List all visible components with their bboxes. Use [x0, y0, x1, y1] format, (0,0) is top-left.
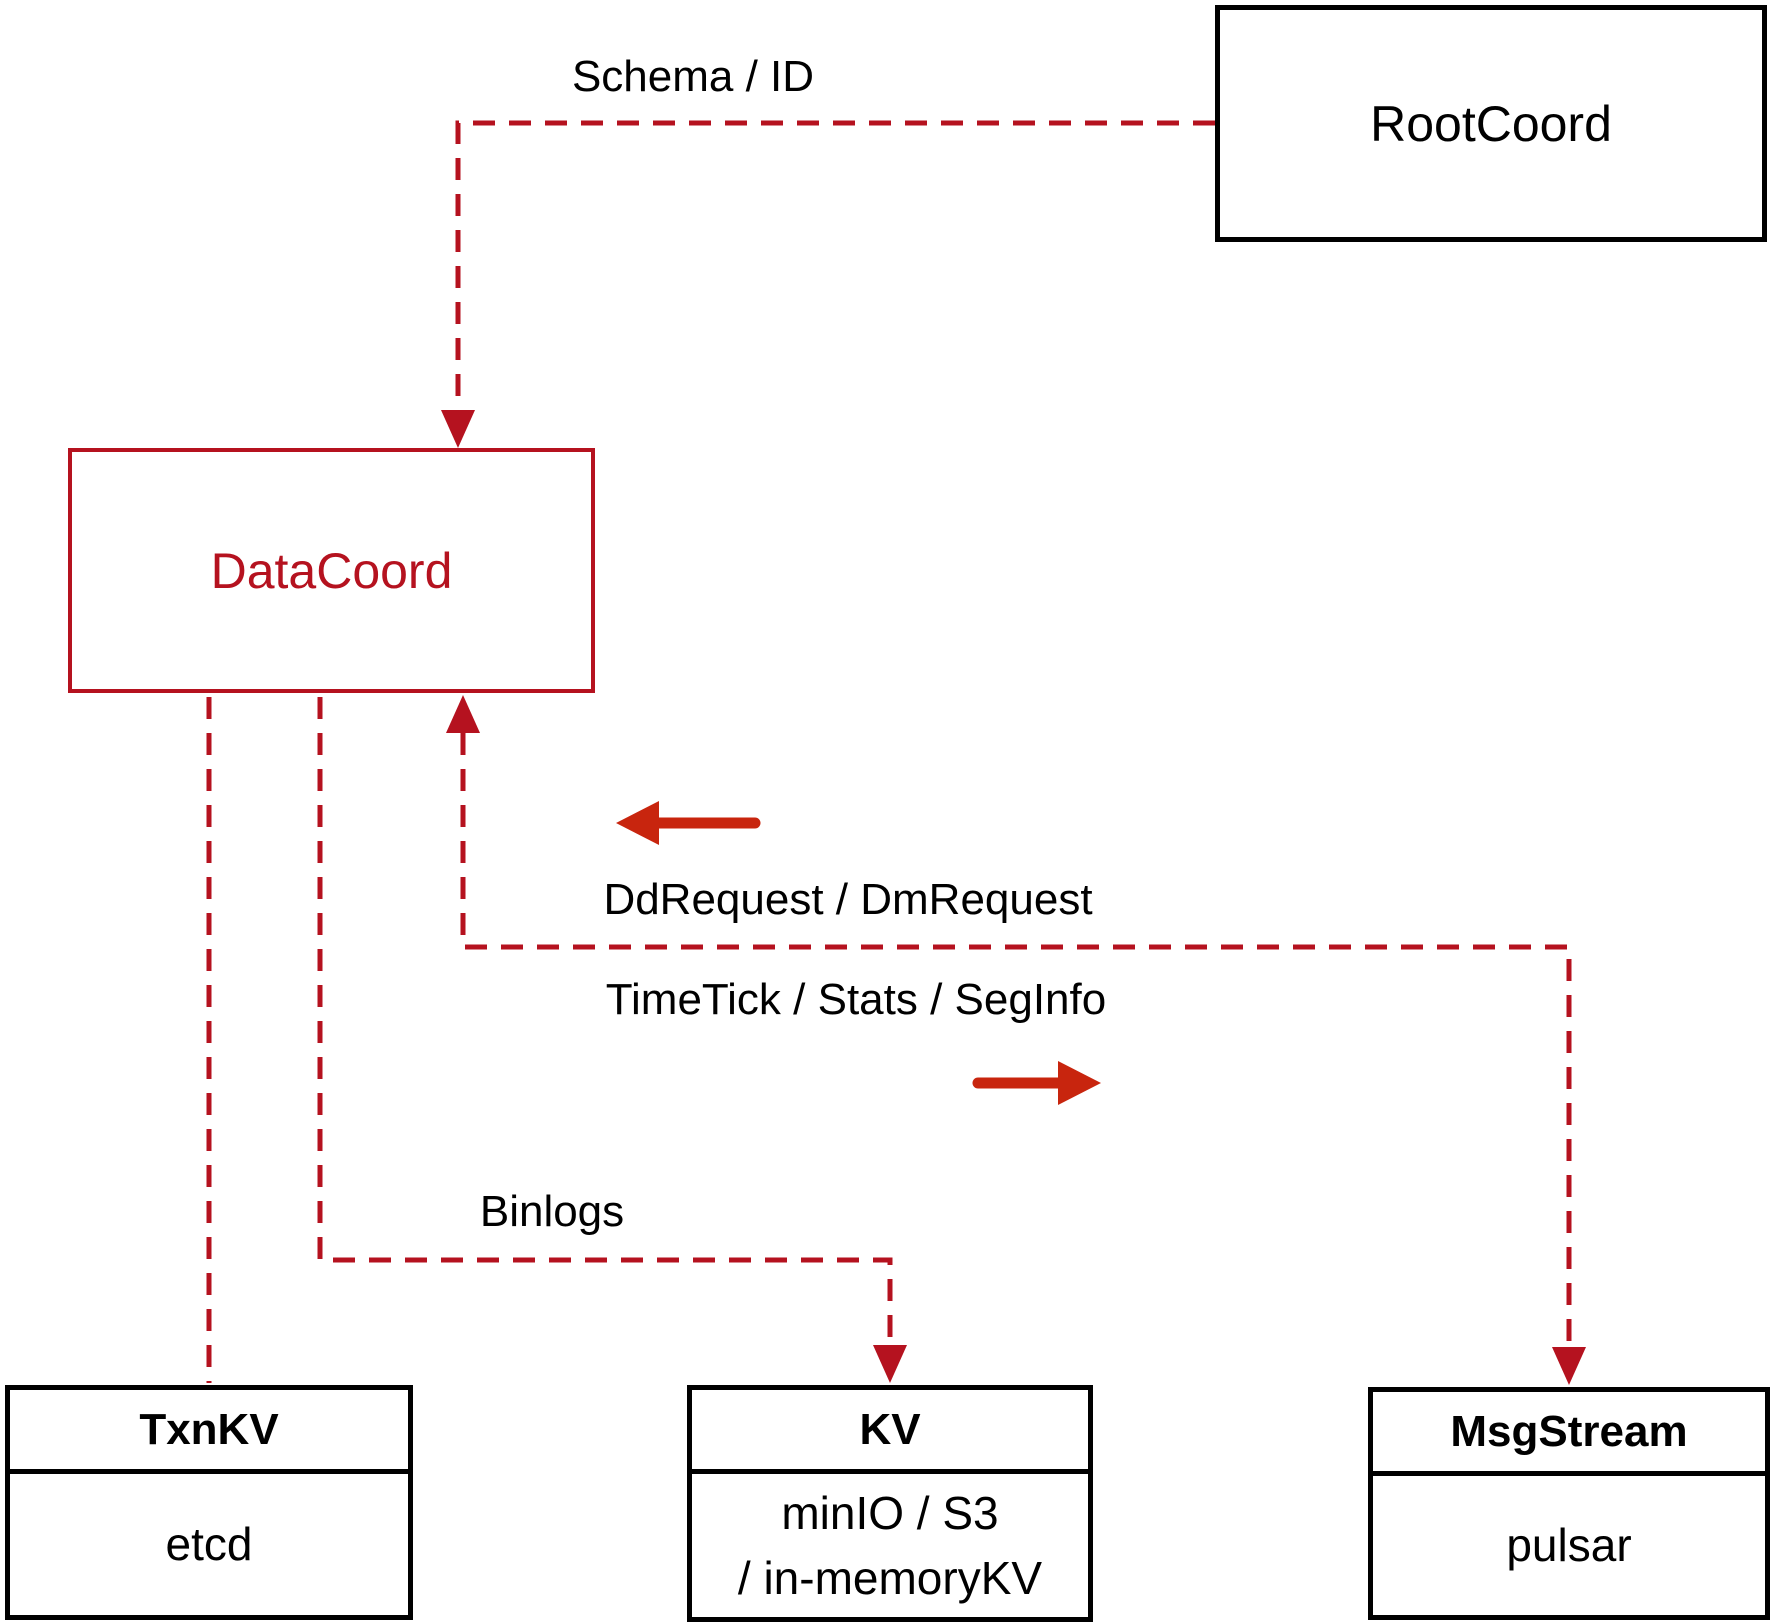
- kv-body-line1: minIO / S3: [781, 1487, 999, 1540]
- arrowhead-down-icon: [441, 410, 475, 448]
- rootcoord-label: RootCoord: [1370, 95, 1612, 152]
- ddrequest-dmrequest-label: DdRequest / DmRequest: [603, 875, 1093, 924]
- kv-body-line2: / in-memoryKV: [737, 1551, 1043, 1604]
- timetick-stats-seginfo-label: TimeTick / Stats / SegInfo: [605, 975, 1107, 1024]
- arrowhead-up-icon: [446, 695, 480, 733]
- left-solid-arrow-icon: [616, 801, 761, 845]
- rootcoord-node: RootCoord: [1215, 5, 1767, 242]
- right-solid-arrow-icon: [972, 1061, 1101, 1105]
- txnkv-title: TxnKV: [10, 1390, 408, 1474]
- txnkv-node: TxnKV etcd: [5, 1385, 413, 1620]
- binlogs-edge: [317, 697, 907, 1383]
- kv-node: KV minIO / S3 / in-memoryKV: [687, 1385, 1093, 1622]
- msgstream-node: MsgStream pulsar: [1368, 1387, 1770, 1620]
- txnkv-body: etcd: [165, 1518, 253, 1571]
- datacoord-msgstream-edge: [446, 695, 1586, 1385]
- msgstream-body: pulsar: [1506, 1519, 1632, 1572]
- binlogs-label: Binlogs: [479, 1187, 625, 1236]
- msgstream-title: MsgStream: [1373, 1392, 1765, 1476]
- schema-id-label: Schema / ID: [571, 52, 815, 101]
- datacoord-label: DataCoord: [210, 542, 453, 599]
- schema-id-edge: [441, 120, 1215, 448]
- kv-title: KV: [692, 1390, 1088, 1474]
- arrowhead-down-icon: [873, 1345, 907, 1383]
- datacoord-node: DataCoord: [68, 448, 595, 693]
- arrowhead-down-icon: [1552, 1347, 1586, 1385]
